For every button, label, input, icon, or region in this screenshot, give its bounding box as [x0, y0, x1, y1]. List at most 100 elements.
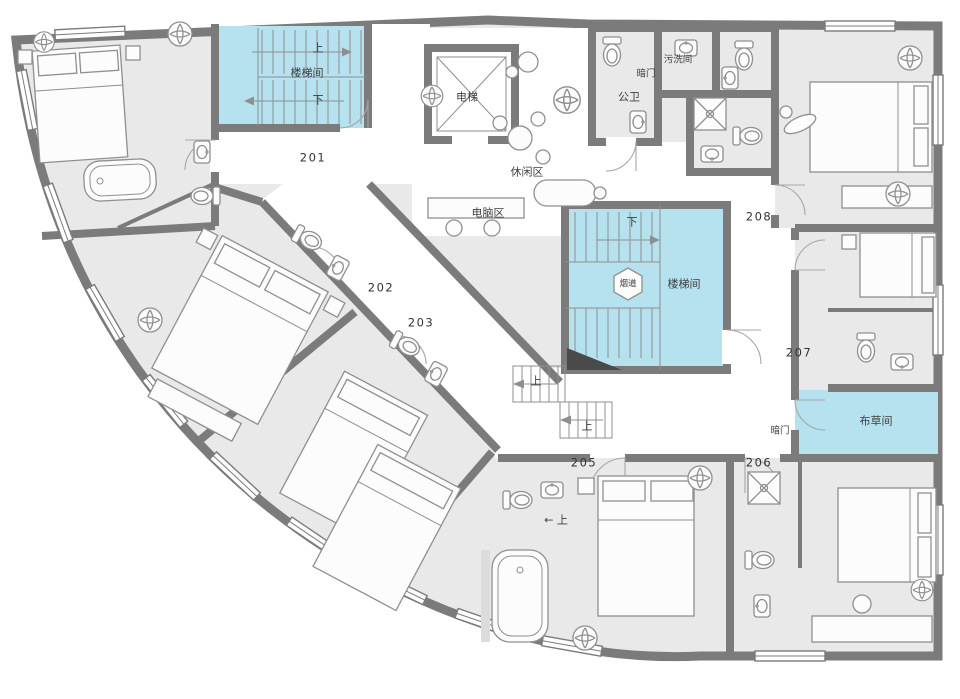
pillow	[913, 127, 929, 167]
label-stair-top-up: 上	[312, 41, 324, 55]
room-number-206: 206	[745, 455, 773, 470]
label-concealed-door-right: 暗门	[770, 425, 790, 437]
computer-desk	[427, 197, 525, 219]
toilet-icon	[856, 332, 876, 363]
pillow	[917, 536, 932, 578]
nightstand	[125, 45, 141, 61]
stairs-top	[244, 28, 366, 126]
stairs	[244, 28, 661, 439]
round-table	[507, 125, 533, 151]
label-computer-area: 电脑区	[471, 206, 505, 220]
stool	[492, 115, 508, 131]
stool	[530, 111, 546, 127]
stairs-mid	[565, 205, 661, 370]
bathtub	[481, 549, 549, 643]
room-203-furniture	[278, 329, 462, 612]
room-number-207: 207	[785, 345, 813, 360]
plant-icon	[553, 86, 581, 114]
bathtub	[83, 158, 157, 202]
label-leisure-area: 休闲区	[510, 165, 544, 179]
room-206-furniture	[744, 471, 937, 643]
stairwell-mid-floor	[565, 205, 727, 370]
pillow	[650, 480, 694, 502]
label-stair-top-down: 下	[312, 93, 324, 107]
bed	[809, 81, 933, 173]
room-number-202: 202	[367, 280, 395, 295]
plant-icon	[687, 465, 713, 491]
plant-icon	[885, 181, 911, 207]
toilet-icon	[602, 36, 622, 67]
plant-icon	[897, 45, 923, 71]
direction-arrows	[513, 379, 603, 425]
sink-icon	[890, 353, 914, 371]
pillow	[917, 492, 932, 534]
walls	[41, 24, 938, 656]
furniture	[17, 21, 937, 651]
plant-icon	[137, 307, 163, 333]
label-flue: 烟道	[619, 278, 637, 289]
label-soiled-utility: 污洗间	[663, 54, 693, 66]
nightstand	[195, 227, 219, 251]
round-table	[517, 51, 539, 73]
room-202-furniture	[137, 223, 351, 443]
pillow	[78, 49, 120, 74]
pillow	[602, 480, 646, 502]
pillow	[36, 52, 78, 77]
plant-icon	[167, 21, 193, 47]
room-number-208: 208	[745, 209, 773, 224]
flue-shaft	[613, 267, 643, 301]
toilet-icon	[190, 186, 221, 206]
stair-cores	[219, 26, 938, 458]
pillow	[369, 451, 454, 510]
pillow	[263, 269, 321, 315]
sink-icon	[753, 594, 771, 618]
desk	[811, 615, 933, 643]
person-figure	[593, 186, 607, 200]
sink-icon	[700, 145, 724, 163]
sink-icon	[721, 66, 739, 90]
room-number-203: 203	[407, 315, 435, 330]
chair	[445, 219, 463, 237]
sink-icon	[629, 110, 647, 134]
label-public-restroom: 公卫	[618, 90, 640, 104]
label-up-steps-2: 上	[581, 419, 593, 433]
sink-icon	[193, 140, 211, 164]
pillow	[921, 236, 935, 294]
nightstand	[322, 294, 346, 319]
nightstand	[577, 477, 595, 495]
room-number-205: 205	[570, 455, 598, 470]
lounge-chair	[533, 179, 597, 207]
label-up-arrow-entry: ← 上	[544, 513, 568, 527]
chair	[483, 219, 501, 237]
pillow	[913, 85, 929, 125]
pillow	[213, 242, 271, 288]
shower-icon	[693, 97, 727, 131]
plant-icon	[572, 625, 598, 651]
room-207-furniture	[841, 232, 937, 371]
shower-icon	[747, 471, 781, 505]
toilet-icon	[734, 40, 754, 71]
toilet-icon	[744, 550, 775, 570]
plant-icon	[420, 84, 444, 108]
room-208-furniture	[779, 45, 933, 209]
pillow	[336, 378, 421, 437]
stool	[505, 65, 519, 79]
label-stairwell-top: 楼梯间	[290, 66, 324, 80]
under-stair-void	[567, 348, 622, 370]
label-up-steps-1: 上	[530, 374, 542, 388]
stool	[535, 149, 551, 165]
linen-room-floor	[795, 390, 938, 458]
room-201-furniture	[17, 21, 221, 206]
leisure-furniture	[420, 51, 607, 237]
label-concealed-door-top: 暗门	[636, 68, 656, 80]
label-elevator: 电梯	[456, 90, 478, 104]
sink-icon	[540, 481, 564, 499]
room-205-furniture	[481, 465, 713, 651]
nightstand	[17, 49, 33, 65]
person-figure	[779, 105, 793, 119]
toilet-icon	[502, 490, 533, 510]
room-number-201: 201	[299, 150, 327, 165]
nightstand	[841, 234, 857, 250]
